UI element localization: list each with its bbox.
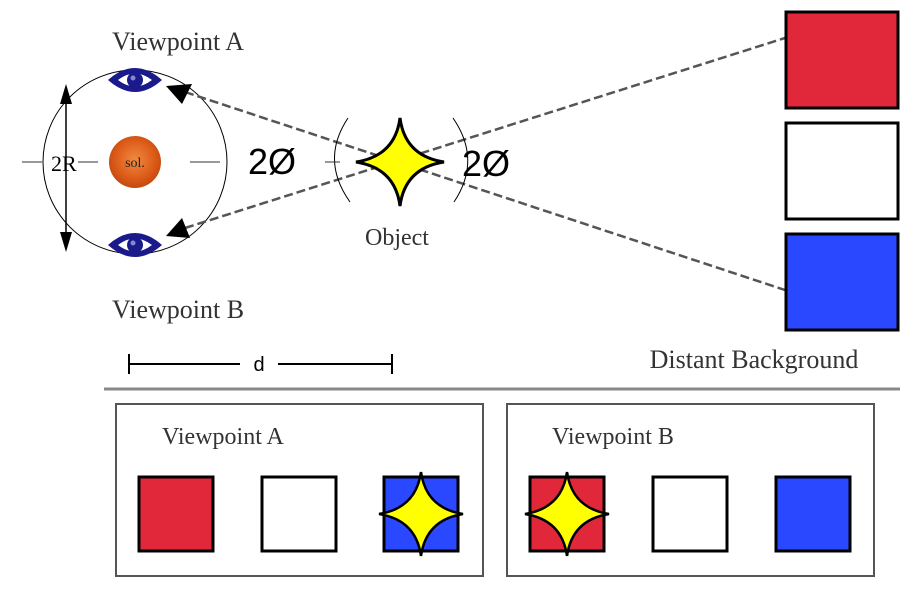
background-label: Distant Background — [650, 345, 859, 374]
eye-icon-a — [108, 68, 162, 92]
arrow-head-a — [166, 84, 192, 104]
background-square-blue — [784, 232, 900, 332]
sun-label: sol. — [125, 156, 145, 171]
angle-label-right: 2Ø — [462, 143, 510, 184]
eye-icon-b — [108, 233, 162, 257]
viewpoint-b-label: Viewpoint B — [112, 295, 244, 324]
panel-viewpoint-b: Viewpoint B — [506, 403, 875, 577]
panel-title: Viewpoint A — [162, 424, 285, 450]
background-square-red — [784, 10, 900, 110]
diameter-arrow — [60, 84, 72, 252]
arrow-head-b — [166, 218, 190, 238]
sight-line-a — [184, 90, 786, 292]
sight-line-b — [184, 36, 786, 230]
diameter-label: 2R — [51, 151, 77, 176]
panel-square-red — [137, 475, 215, 553]
background-squares — [784, 10, 900, 332]
sun-icon — [109, 136, 161, 188]
object-star-icon — [355, 117, 445, 207]
angle-arc-right — [452, 117, 469, 203]
panel-square-blue — [774, 475, 852, 553]
background-square-white — [784, 121, 900, 221]
angle-label-left: 2Ø — [248, 141, 296, 182]
panel-square-white — [651, 475, 729, 553]
panel-title: Viewpoint B — [552, 424, 674, 450]
distance-label: d — [253, 354, 264, 376]
sight-lines — [184, 36, 786, 292]
object-label: Object — [365, 225, 429, 251]
object-star-icon — [524, 471, 610, 557]
viewpoint-a-label: Viewpoint A — [112, 27, 244, 56]
panel-square-white — [260, 475, 338, 553]
object-star-icon — [378, 471, 464, 557]
angle-arc-left — [334, 117, 351, 203]
distance-marker — [128, 354, 393, 374]
panel-viewpoint-a: Viewpoint A — [115, 403, 484, 577]
